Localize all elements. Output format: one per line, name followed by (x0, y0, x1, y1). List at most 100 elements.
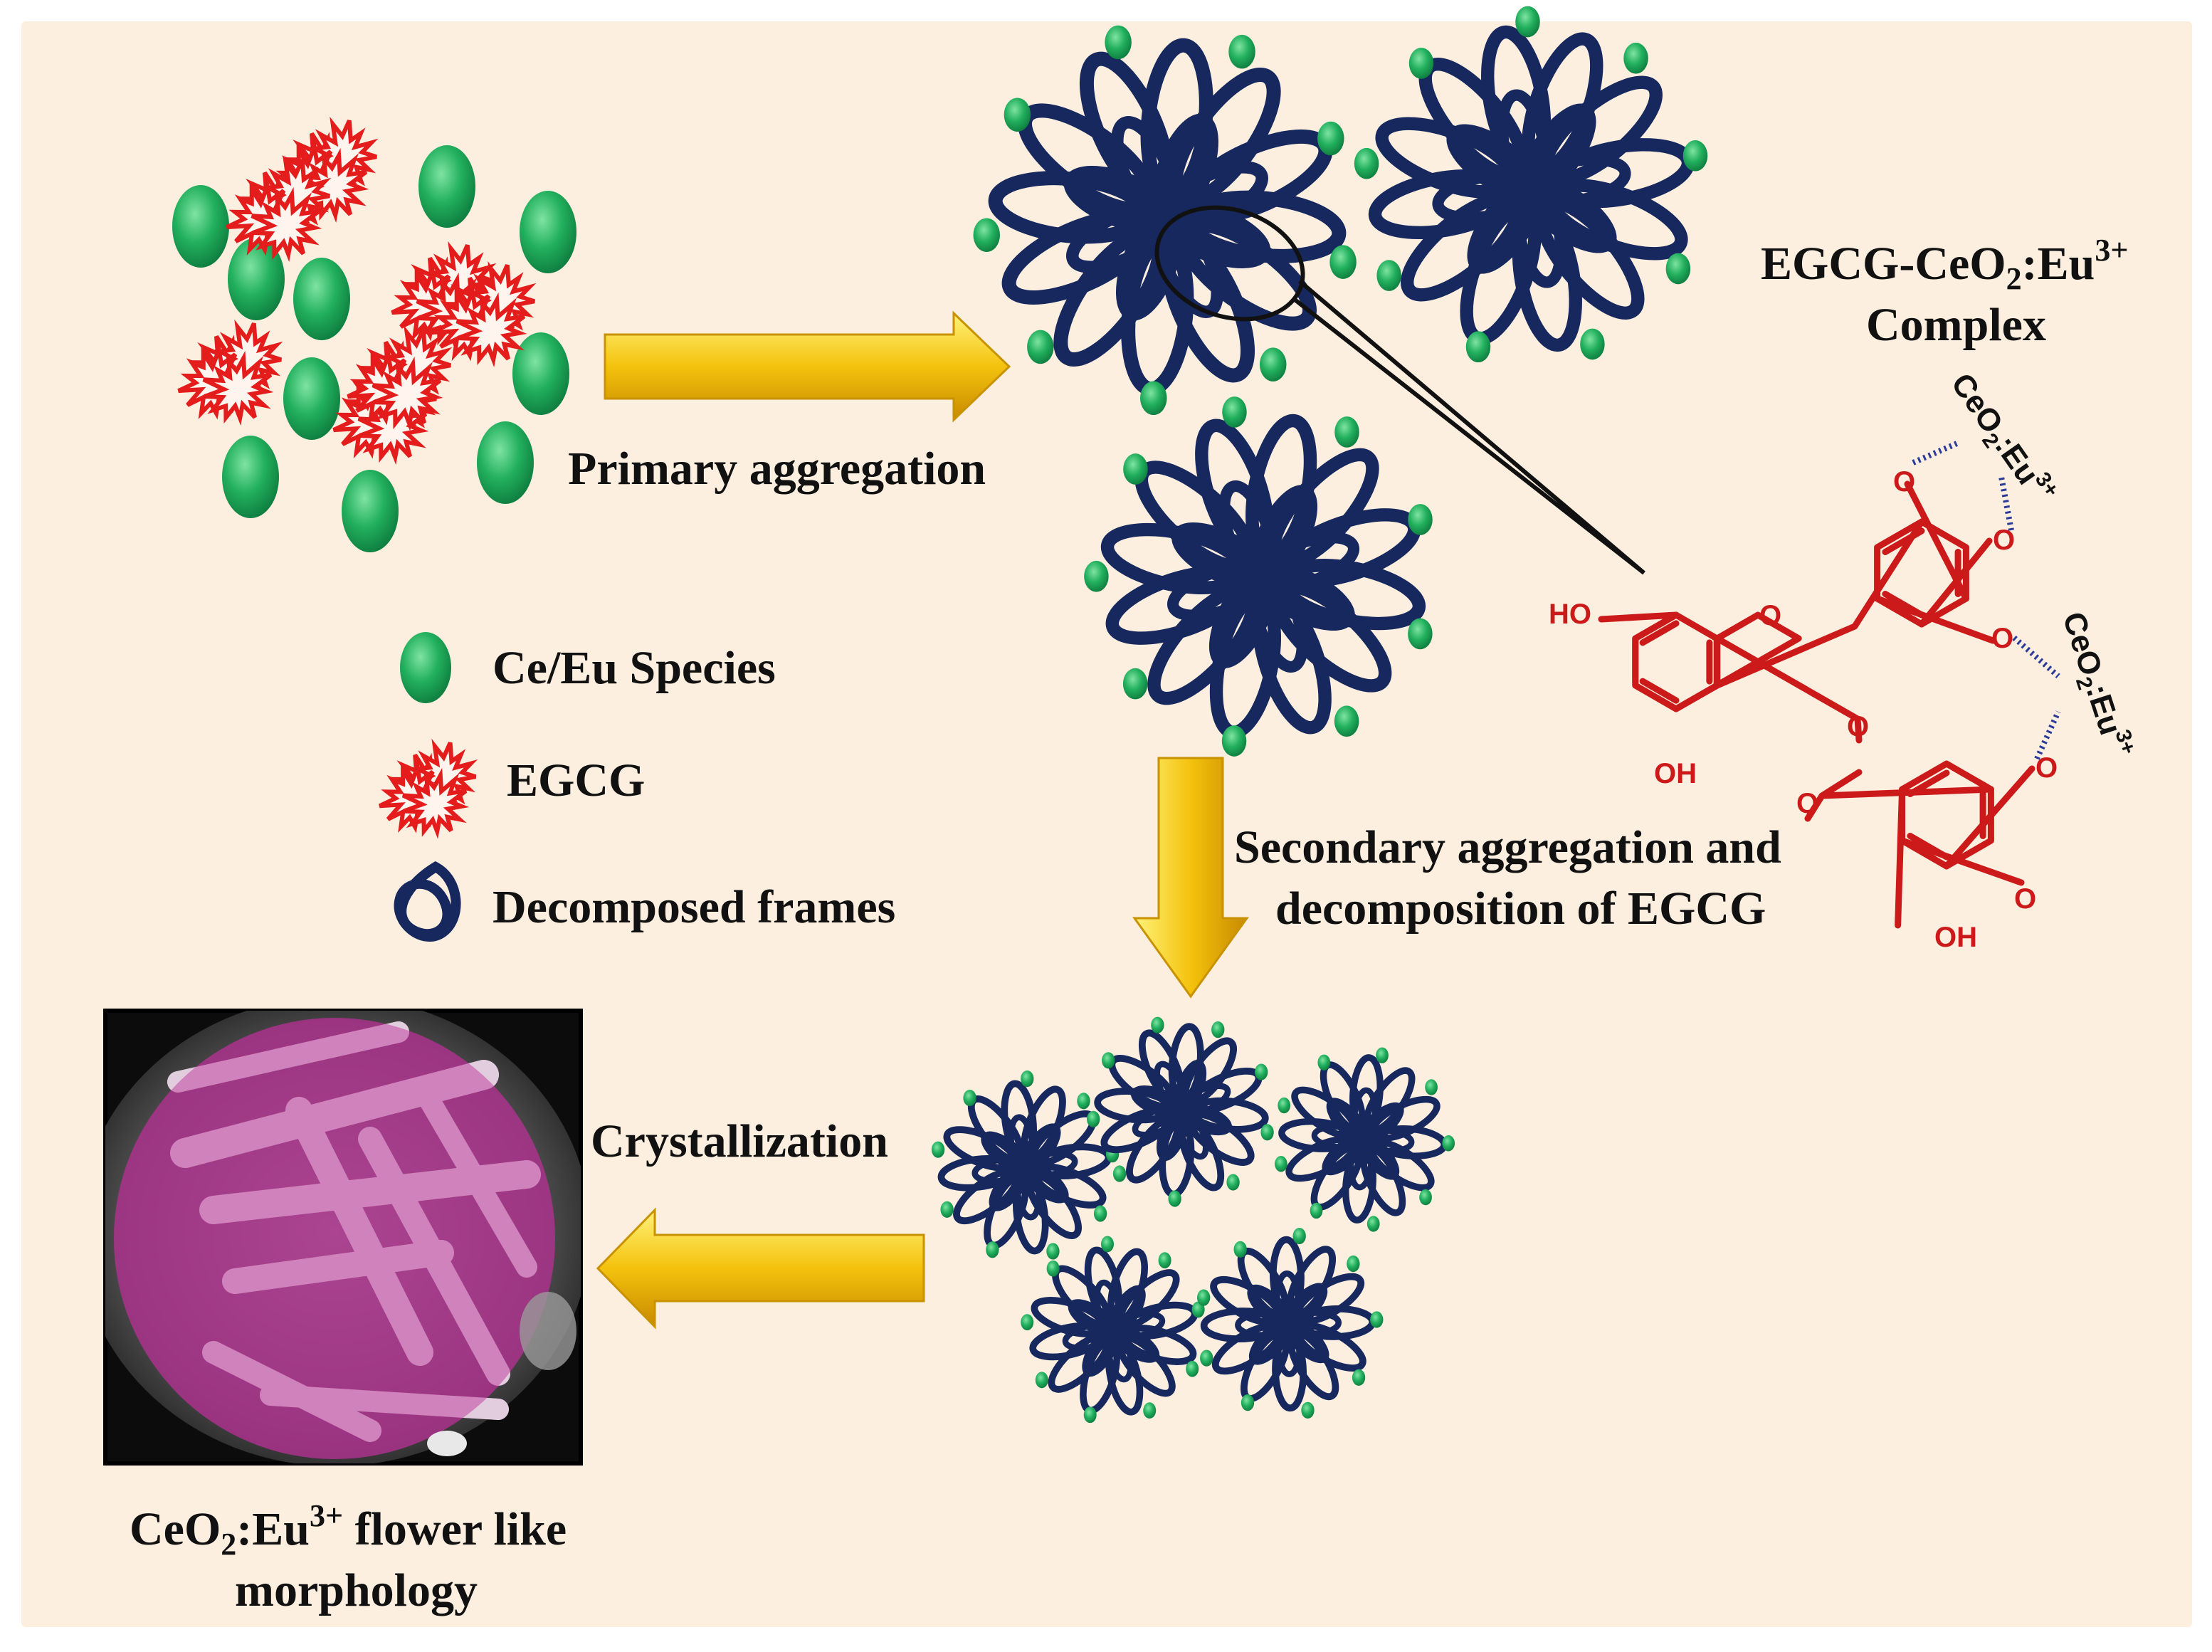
secondary-aggregation-label-line2: decomposition of EGCG (1275, 883, 1766, 935)
aggregates (931, 6, 1708, 1424)
ce-eu-species (1292, 1227, 1306, 1245)
bond (1639, 620, 1680, 646)
ce-eu-species (963, 1090, 976, 1107)
ce-eu-species (1301, 1401, 1315, 1419)
ce-eu-species (1352, 1369, 1366, 1386)
oxygen-label: O (1796, 788, 1818, 819)
ce-eu-species (1329, 245, 1357, 279)
ce-eu-species (1151, 1016, 1164, 1033)
ce-eu-species (1376, 260, 1401, 291)
ce-eu-species (1682, 140, 1708, 172)
ce-eu-species (1317, 121, 1344, 156)
ce-eu-species (172, 185, 229, 268)
ce-eu-species (1027, 330, 1054, 364)
ce-eu-species (986, 1241, 999, 1258)
ce-eu-species (1442, 1135, 1455, 1152)
ce-eu-species (418, 145, 475, 228)
bond (1598, 611, 1680, 623)
legend: Ce/Eu Species EGCG Decomposed frames (379, 632, 895, 942)
ce-eu-species (1278, 1097, 1291, 1114)
ce-eu-species (1021, 1314, 1034, 1331)
ce-eu-species (1515, 6, 1540, 38)
decomposed-frame-aggregate (1197, 1227, 1384, 1419)
bond (1714, 635, 1863, 744)
oh-right-label: OH (1934, 922, 1977, 953)
sem-micrograph (103, 1009, 583, 1466)
ce-eu-species (1143, 1402, 1157, 1419)
egcg-particle (379, 738, 478, 839)
ce-eu-species (1035, 1372, 1048, 1389)
egcg-particle (226, 155, 332, 263)
ce-eu-species (1168, 1190, 1181, 1207)
ce-eu-species (1408, 48, 1434, 79)
ce-eu-species (1100, 1236, 1114, 1253)
ce-eu-species (1158, 1252, 1171, 1269)
crystallization-arrow (596, 1207, 925, 1330)
egcg-particle (347, 325, 453, 432)
binding-dashes (1912, 440, 2061, 760)
ce-eu-species (1310, 1202, 1323, 1219)
ce-eu-species (1233, 1241, 1247, 1258)
ce-eu-species (1046, 1260, 1060, 1277)
legend-frame-symbol (394, 861, 461, 942)
ce-eu-species (1376, 1047, 1389, 1063)
ce-eu-species (222, 436, 279, 518)
ce-eu-species (1580, 328, 1605, 360)
ce-eu-species (1123, 453, 1148, 485)
bond (1874, 595, 1996, 644)
bond (1673, 611, 1802, 712)
ce-eu-species (1197, 1289, 1211, 1306)
ce-eu-species (1222, 396, 1247, 428)
decomposed-frame-aggregate (1354, 6, 1708, 363)
legend-egcg-label: EGCG (507, 754, 645, 806)
ce-eu-species (1425, 1079, 1438, 1095)
result-caption-line1: CeO2:Eu3+ flower like (130, 1498, 567, 1562)
decomposed-frame-aggregate (1021, 1236, 1205, 1424)
oxygen-label: O (2035, 752, 2058, 784)
oh-bottom-label: OH (1654, 758, 1697, 789)
secondary-aggregation-label-line1: Secondary aggregation and (1234, 821, 1781, 873)
ce-eu-species (1102, 1052, 1115, 1069)
ce-eu-species (1317, 1054, 1331, 1070)
bond (1943, 765, 2035, 870)
ce-eu-species (342, 470, 399, 552)
ce-eu-species (1354, 147, 1379, 179)
ce-eu-species (1366, 1216, 1380, 1232)
ce-eu-species (1122, 668, 1148, 700)
legend-ce-eu-label: Ce/Eu Species (493, 642, 776, 694)
starting-mixture (172, 116, 576, 552)
ce-eu-species (1408, 618, 1433, 650)
ce-eu-species (512, 332, 569, 415)
bond (1918, 537, 1993, 628)
egcg-particle (431, 261, 537, 368)
ce-eu-species (1259, 347, 1287, 382)
decomposed-frame-aggregate (1087, 1016, 1274, 1207)
ce-eu-species (940, 1201, 954, 1218)
oxygen-label: O (1759, 600, 1781, 631)
ce-eu-species (228, 238, 285, 320)
ce-eu-species (1105, 25, 1132, 60)
egcg-particle (177, 319, 283, 426)
bond (1639, 678, 1680, 704)
ce-eu-species (1334, 705, 1359, 737)
ce-eu-species (1087, 1110, 1100, 1127)
oxygen-label: O (1893, 466, 1915, 498)
ce-eu-species (1046, 1243, 1060, 1260)
primary-aggregation-label: Primary aggregation (568, 443, 986, 495)
legend-frames-label: Decomposed frames (493, 881, 895, 933)
decomposed-frame-aggregate (1275, 1047, 1455, 1232)
ce-eu-species (1275, 1156, 1287, 1172)
ce-eu-species (1084, 560, 1109, 592)
ce-eu-species (1260, 1124, 1274, 1141)
ce-eu-species (283, 357, 340, 440)
complex-title-line1: EGCG-CeO2:Eu3+ (1761, 233, 2128, 296)
ce-eu-species (293, 258, 350, 340)
ce-eu-species (520, 191, 576, 273)
oxygen-label: O (1993, 525, 2015, 556)
ce-eu-species (1623, 42, 1648, 74)
ce-eu-species (1241, 1394, 1255, 1411)
ce-eu-species (931, 1141, 945, 1158)
ce-eu-species (1186, 1360, 1199, 1377)
